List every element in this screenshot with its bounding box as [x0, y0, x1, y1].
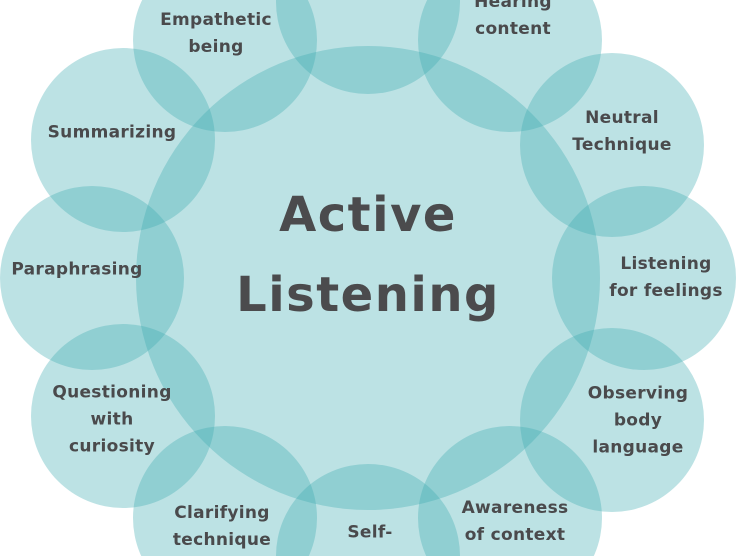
label-listening-for-feelings: Listening for feelings — [609, 251, 722, 305]
label-observing-body-language: Observing body language — [588, 381, 689, 462]
petal-circle-awareness-of-context — [418, 426, 602, 556]
petal-circle-top — [276, 0, 460, 94]
petal-circle-paraphrasing — [0, 186, 184, 370]
title-line-2: Listening — [236, 267, 500, 323]
label-self: Self- — [347, 520, 392, 547]
label-line: being — [188, 37, 244, 57]
label-line: Listening — [620, 254, 712, 274]
petal-circle-hearing-content — [418, 0, 602, 132]
label-line: Hearing — [474, 0, 552, 12]
center-circle — [136, 46, 600, 510]
petal-circle-questioning-with-curiosity — [31, 324, 215, 508]
label-empathetic-being: Empathetic being — [160, 7, 272, 61]
diagram-title: Active Listening — [236, 175, 500, 335]
title-line-1: Active — [279, 187, 457, 243]
label-hearing-content: Hearing content — [474, 0, 552, 43]
label-awareness-of-context: Awareness of context — [462, 495, 569, 549]
label-line: content — [475, 19, 551, 39]
label-line: Questioning — [52, 382, 172, 403]
label-line: of context — [464, 525, 566, 545]
label-line: body — [613, 410, 663, 431]
label-line: language — [592, 437, 684, 458]
label-line: curiosity — [69, 436, 155, 457]
label-questioning-with-curiosity: Questioning with curiosity — [52, 380, 171, 461]
petal-circle-clarifying-technique — [133, 426, 317, 556]
label-line: Summarizing — [47, 122, 177, 143]
label-line: Empathetic — [160, 10, 272, 30]
petal-circle-observing-body-language — [520, 328, 704, 512]
label-line: Technique — [572, 135, 672, 155]
label-line: technique — [172, 530, 272, 550]
label-line: Clarifying — [174, 503, 270, 523]
label-line: Paraphrasing — [11, 259, 143, 280]
petal-circle-neutral-technique — [520, 53, 704, 237]
petal-circle-empathetic-being — [133, 0, 317, 132]
label-clarifying-technique: Clarifying technique — [173, 500, 271, 554]
petal-circle-listening-for-feelings — [552, 186, 736, 370]
label-line: Awareness — [461, 498, 569, 518]
label-summarizing: Summarizing — [48, 120, 177, 147]
label-neutral-technique: Neutral Technique — [572, 105, 671, 159]
petal-circle-self — [276, 464, 460, 556]
label-line: for feelings — [609, 281, 723, 301]
label-line: Neutral — [585, 108, 659, 128]
label-line: Observing — [587, 383, 689, 404]
label-line: Self- — [347, 522, 393, 543]
petal-circle-summarizing — [31, 48, 215, 232]
label-paraphrasing: Paraphrasing — [11, 257, 142, 284]
label-line: with — [90, 409, 134, 430]
